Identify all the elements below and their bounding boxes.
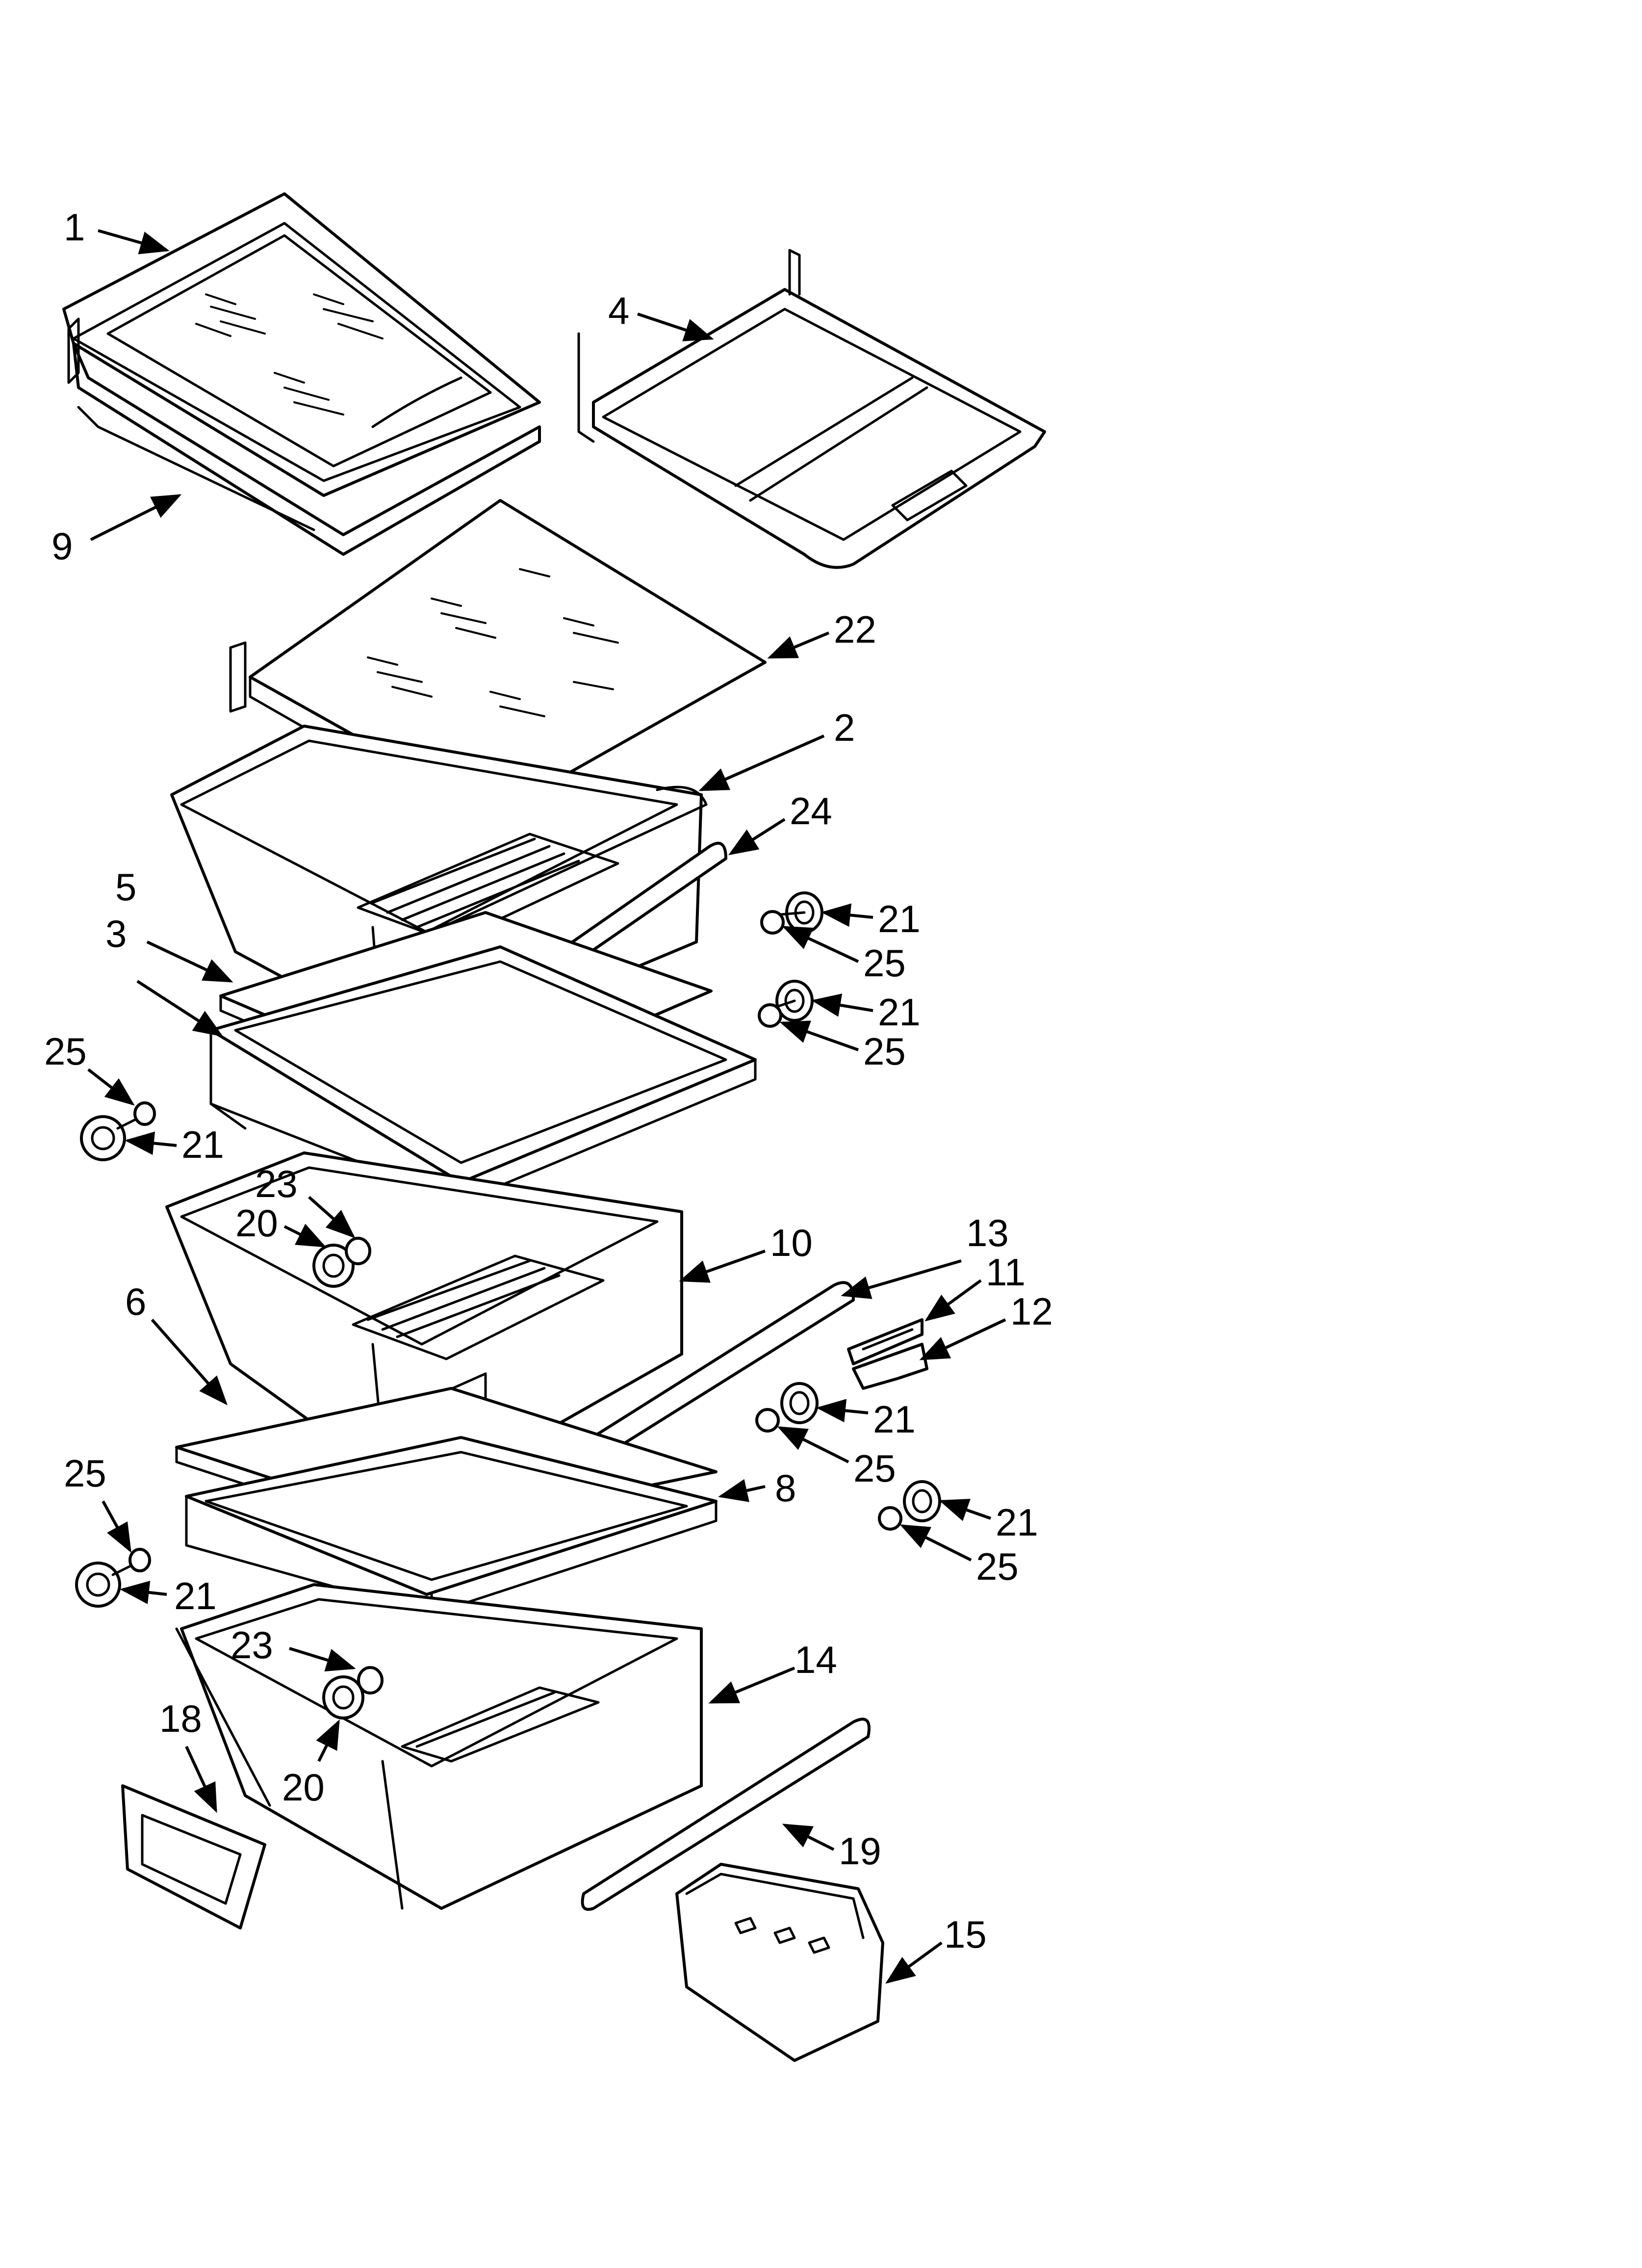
frame-part-3 [209, 945, 757, 1203]
callout-25-e: 25 [976, 1545, 1019, 1588]
callout-21-d: 21 [873, 1398, 916, 1441]
shelf-part-1 [62, 192, 541, 497]
callout-21-c: 21 [181, 1123, 224, 1166]
callout-15: 15 [944, 1913, 987, 1956]
bushing-25-right-lower2 [878, 1506, 902, 1531]
callout-6: 6 [125, 1280, 146, 1323]
callout-24: 24 [790, 789, 832, 833]
clip-part-12 [852, 1343, 928, 1390]
roller-20-upper [312, 1244, 355, 1288]
callout-25-b: 25 [863, 1030, 906, 1073]
bin-part-15 [675, 1863, 884, 2062]
callout-23-a: 23 [255, 1162, 298, 1205]
callout-labels: 1 4 9 22 2 24 5 3 21 25 21 25 25 21 23 2… [44, 206, 1053, 1956]
roller-21-left-lower [75, 1559, 144, 1608]
callout-8: 8 [775, 1466, 796, 1510]
callout-20-b: 20 [282, 1766, 325, 1809]
axle-23-upper [345, 1237, 371, 1265]
shelf-frame-part-4 [577, 249, 1046, 569]
bushing-25-left-lower [128, 1548, 151, 1572]
callout-20-a: 20 [235, 1201, 278, 1245]
callout-19: 19 [839, 1829, 881, 1873]
clip-part-11 [847, 1318, 924, 1365]
callout-3: 3 [105, 912, 127, 955]
callout-25-f: 25 [64, 1452, 106, 1495]
callout-21-f: 21 [174, 1574, 217, 1617]
callout-21-a: 21 [878, 897, 921, 940]
bushing-25-right-lower1 [755, 1408, 780, 1433]
callout-5: 5 [115, 865, 136, 909]
roller-21-right-lower1 [780, 1382, 819, 1424]
callout-23-b: 23 [231, 1623, 273, 1667]
callout-21-e: 21 [996, 1501, 1038, 1544]
callout-12: 12 [1010, 1290, 1053, 1333]
label-holder-part-18 [121, 1784, 266, 1929]
callout-1: 1 [64, 206, 85, 249]
callout-22: 22 [834, 608, 876, 651]
callout-11: 11 [986, 1251, 1026, 1294]
callout-4: 4 [608, 289, 629, 332]
frame-part-8 [185, 1436, 718, 1616]
callout-21-b: 21 [878, 991, 921, 1034]
roller-21-right-lower2 [903, 1480, 941, 1522]
axle-23-lower [357, 1666, 384, 1694]
crisper-pan-part-14 [175, 1583, 703, 1910]
handle-part-19 [581, 1718, 871, 1911]
bushing-25-left-upper [133, 1101, 156, 1126]
callout-18: 18 [159, 1697, 202, 1740]
callout-9: 9 [51, 524, 73, 568]
callout-25-c: 25 [44, 1030, 87, 1073]
callout-25-a: 25 [863, 941, 906, 985]
callout-14: 14 [795, 1638, 837, 1681]
bushing-25-mid-right [758, 1003, 782, 1028]
shelf-frame-part-9 [67, 317, 541, 556]
roller-20-lower [322, 1675, 364, 1720]
callout-10: 10 [770, 1221, 813, 1264]
leader-lines [87, 229, 1006, 1984]
callout-25-d: 25 [853, 1447, 896, 1490]
bushing-25-upper-right [760, 910, 785, 935]
callout-13: 13 [966, 1211, 1009, 1254]
callout-2: 2 [834, 706, 855, 749]
